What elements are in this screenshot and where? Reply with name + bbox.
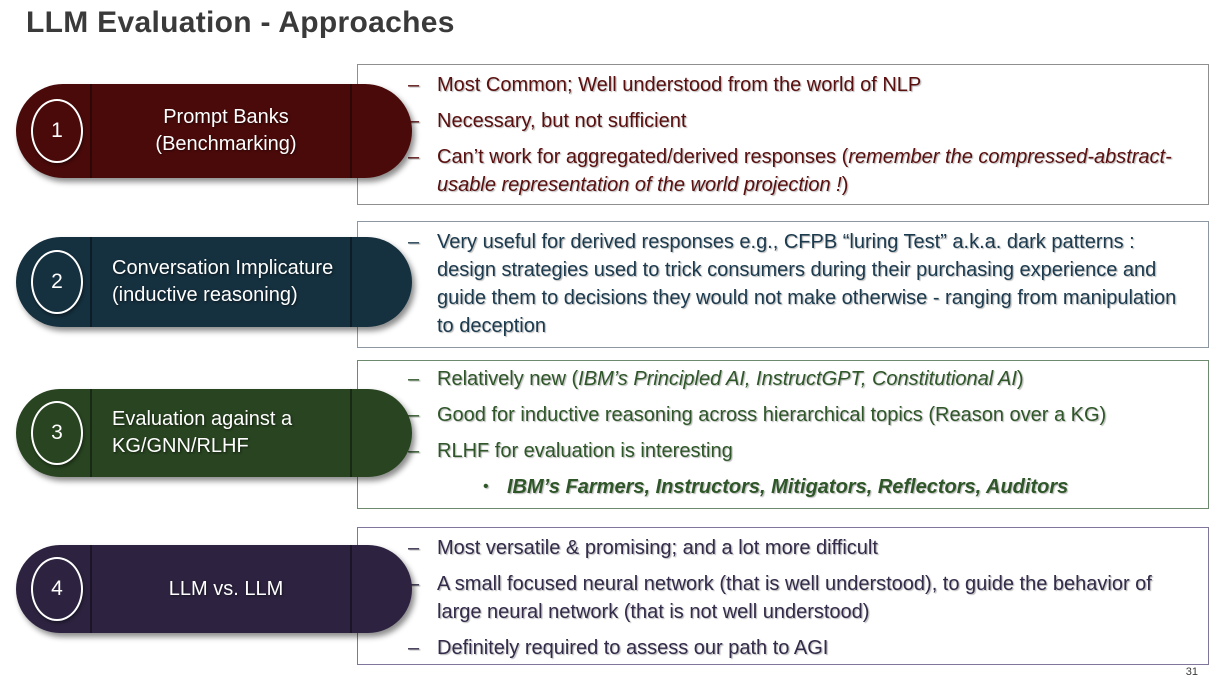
number-badge-wrap: 3: [16, 401, 98, 465]
approach-pill-llm-vs-llm: 4 LLM vs. LLM: [16, 545, 412, 633]
dot-marker: •: [483, 478, 489, 495]
dash-marker: –: [408, 368, 420, 390]
number-badge-wrap: 4: [16, 557, 98, 621]
bullet-text: RLHF for evaluation is interesting: [437, 440, 733, 462]
bullet-item: – Good for inductive reasoning across hi…: [408, 401, 1198, 429]
bullet-item: – Most Common; Well understood from the …: [408, 71, 1198, 99]
pill-label: Conversation Implicature (inductive reas…: [112, 257, 334, 306]
bullet-text: Good for inductive reasoning across hier…: [437, 404, 1107, 426]
number-badge-wrap: 2: [16, 250, 98, 314]
sub-bullet-text: IBM’s Farmers, Instructors, Mitigators, …: [507, 476, 1069, 498]
dash-marker: –: [408, 440, 420, 462]
dash-marker: –: [408, 146, 420, 168]
bullet-item: – Definitely required to assess our path…: [408, 634, 1198, 662]
number-badge: 4: [31, 557, 83, 621]
dash-marker: –: [408, 110, 420, 132]
pill-label: Prompt Banks (Benchmarking): [155, 106, 297, 155]
approach-pill-kg-gnn-rlhf: 3 Evaluation against a KG/GNN/RLHF: [16, 389, 412, 477]
detail-box-kg-gnn-rlhf: – Relatively new (IBM’s Principled AI, I…: [357, 360, 1209, 509]
number-badge: 2: [31, 250, 83, 314]
dash-marker: –: [408, 404, 420, 426]
number-badge: 3: [31, 401, 83, 465]
bullet-item: – Necessary, but not sufficient: [408, 107, 1198, 135]
bullet-item: – Can’t work for aggregated/derived resp…: [408, 143, 1198, 199]
bullet-item: – A small focused neural network (that i…: [408, 570, 1198, 626]
bullet-text: Necessary, but not sufficient: [437, 110, 687, 132]
approach-pill-prompt-banks: 1 Prompt Banks (Benchmarking): [16, 84, 412, 178]
pill-label: LLM vs. LLM: [168, 577, 284, 600]
bullet-item: – Relatively new (IBM’s Principled AI, I…: [408, 365, 1198, 393]
pill-label: Evaluation against a KG/GNN/RLHF: [112, 408, 293, 457]
bullet-text: A small focused neural network (that is …: [437, 573, 1152, 623]
detail-box-prompt-banks: – Most Common; Well understood from the …: [357, 64, 1209, 205]
dash-marker: –: [408, 74, 420, 96]
number-badge-wrap: 1: [16, 99, 98, 163]
page-number: 31: [1185, 666, 1198, 678]
bullet-item: – Most versatile & promising; and a lot …: [408, 534, 1198, 562]
dash-marker: –: [408, 231, 420, 253]
page-title: LLM Evaluation - Approaches: [26, 6, 455, 39]
bullet-text: Can’t work for aggregated/derived respon…: [437, 146, 1172, 196]
detail-box-conversation-implicature: – Very useful for derived responses e.g.…: [357, 221, 1209, 348]
bullet-text: Definitely required to assess our path t…: [437, 637, 829, 659]
approach-pill-conversation-implicature: 2 Conversation Implicature (inductive re…: [16, 237, 412, 327]
bullet-item: – Very useful for derived responses e.g.…: [408, 228, 1198, 340]
detail-box-llm-vs-llm: – Most versatile & promising; and a lot …: [357, 527, 1209, 665]
bullet-text: Relatively new (IBM’s Principled AI, Ins…: [437, 368, 1024, 390]
sub-bullet-item: • IBM’s Farmers, Instructors, Mitigators…: [483, 473, 1198, 501]
bullet-item: – RLHF for evaluation is interesting: [408, 437, 1198, 465]
dash-marker: –: [408, 537, 420, 559]
bullet-text: Most versatile & promising; and a lot mo…: [437, 537, 878, 559]
dash-marker: –: [408, 637, 420, 659]
bullet-text: Most Common; Well understood from the wo…: [437, 74, 922, 96]
dash-marker: –: [408, 573, 420, 595]
bullet-text: Very useful for derived responses e.g., …: [437, 231, 1177, 337]
number-badge: 1: [31, 99, 83, 163]
